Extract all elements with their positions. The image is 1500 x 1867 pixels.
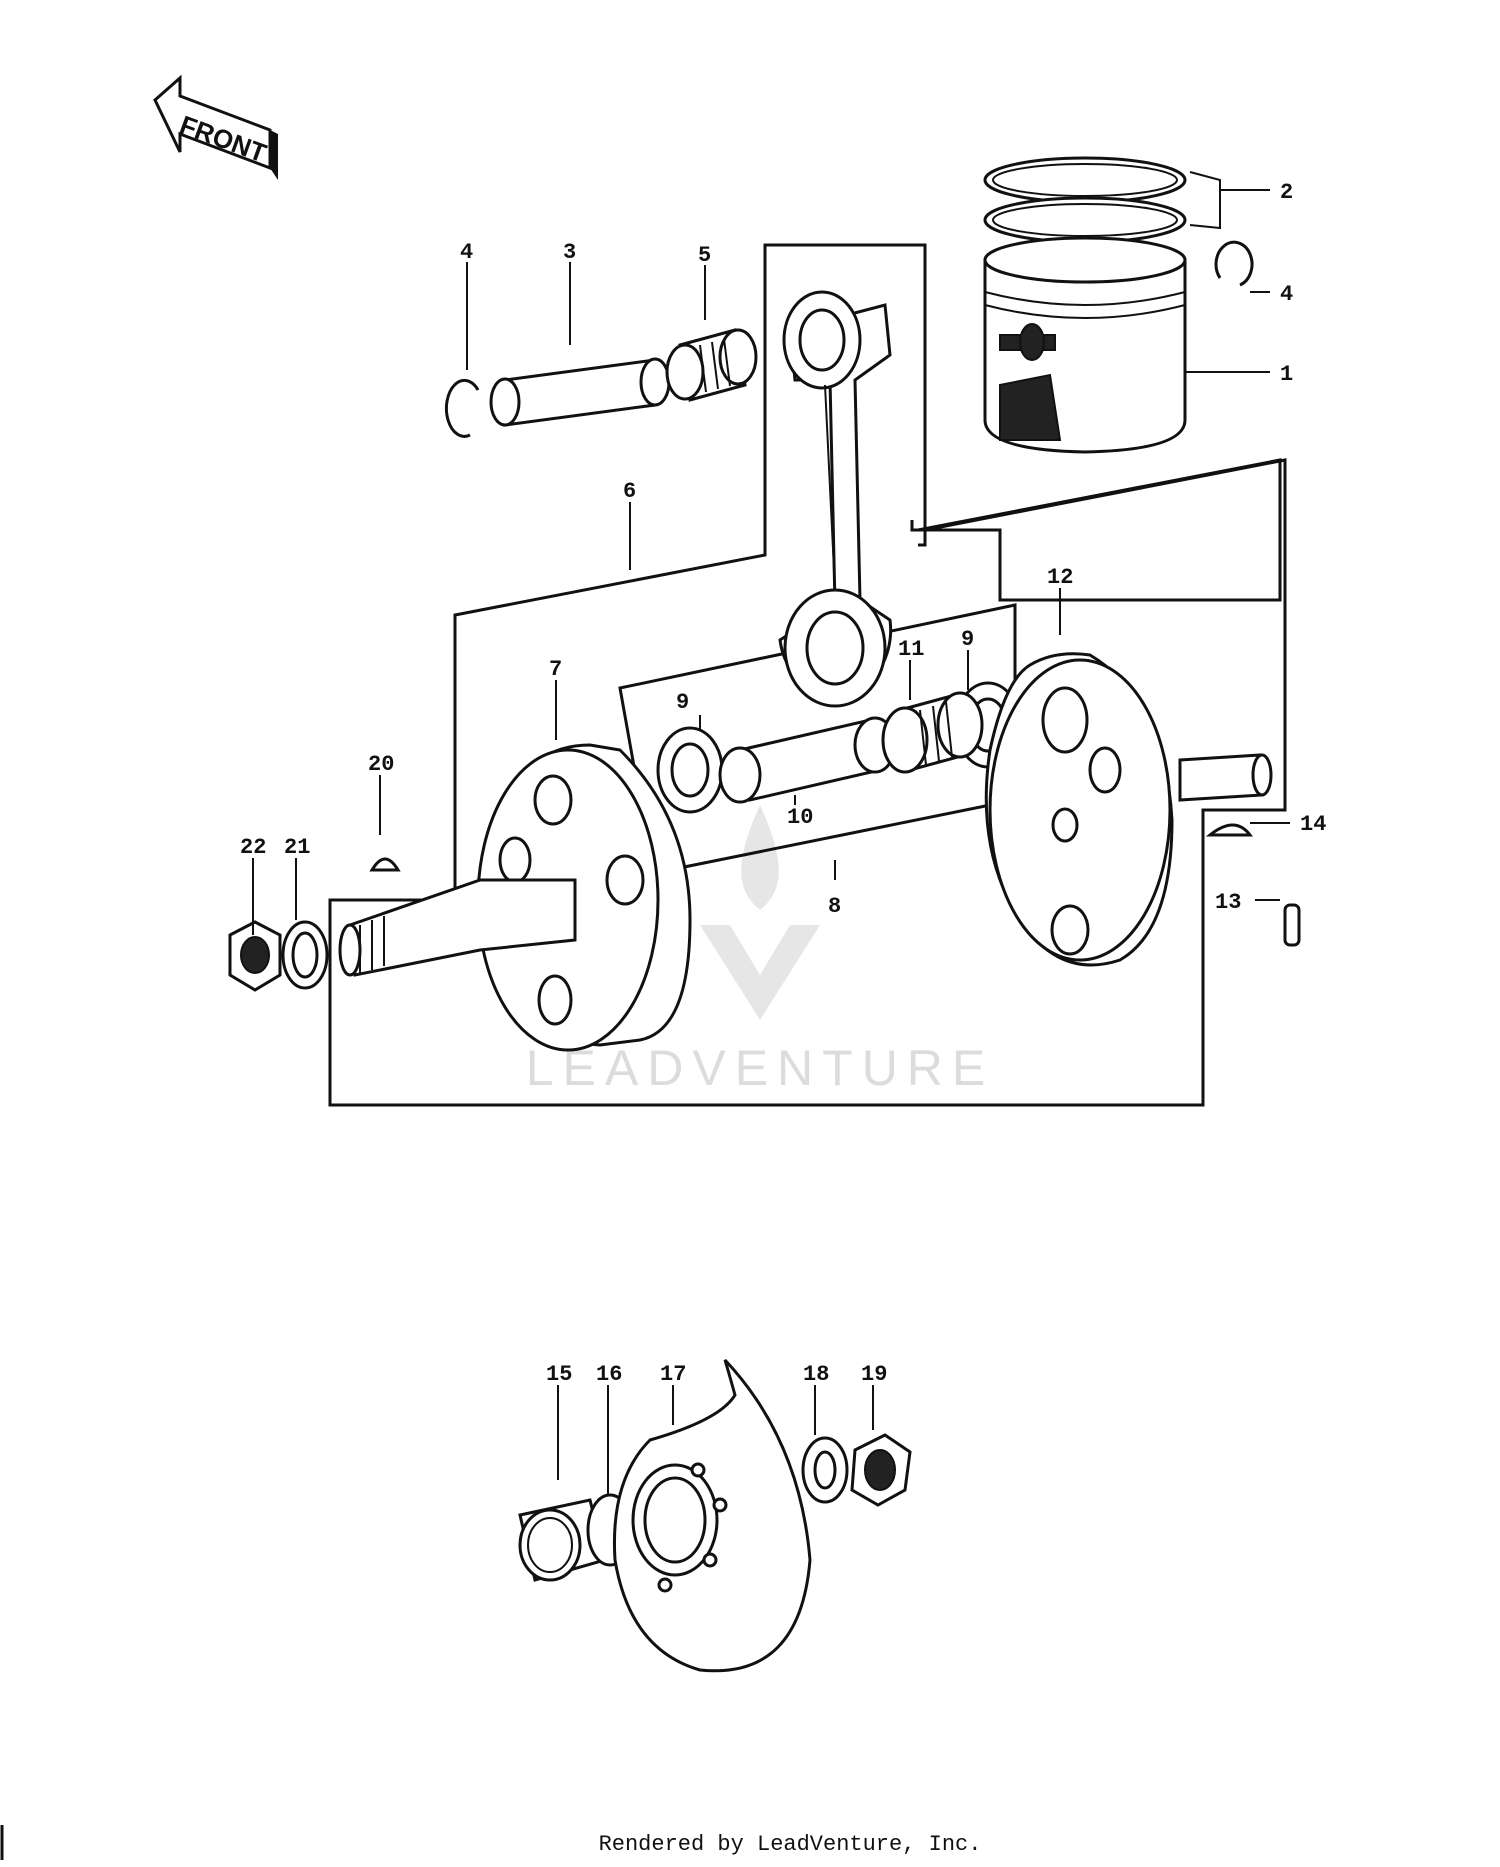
callout-17: 17 [660, 1362, 686, 1387]
spring-washer [801, 1436, 849, 1504]
footer-credit: Rendered by LeadVenture, Inc. [599, 1832, 982, 1857]
right-crank-flywheel [984, 652, 1273, 967]
dowel-pin [1283, 903, 1301, 947]
circlip-left [444, 378, 480, 438]
callout-1: 1 [1280, 362, 1293, 387]
big-end-bearing [881, 691, 984, 774]
watermark: LEADVENTURE [526, 805, 995, 1096]
callout-10: 10 [787, 805, 813, 830]
callout-3: 3 [563, 240, 576, 265]
callout-12: 12 [1047, 565, 1073, 590]
callout-13: 13 [1215, 890, 1241, 915]
callout-6: 6 [623, 479, 636, 504]
assembly-frame-outer [328, 243, 1287, 1107]
callout-8: 8 [828, 894, 841, 919]
small-end-bearing [665, 328, 758, 402]
callout-22: 22 [240, 835, 266, 860]
callout-21: 21 [284, 835, 310, 860]
woodruff-key-right [1205, 823, 1254, 837]
circlip-right [1214, 240, 1254, 287]
nut-left [228, 920, 282, 992]
callout-14: 14 [1300, 812, 1326, 837]
callout-15: 15 [546, 1362, 572, 1387]
watermark-text: LEADVENTURE [526, 1040, 995, 1096]
rotor-plate [612, 1358, 812, 1673]
callout-20: 20 [368, 752, 394, 777]
callout-7: 7 [549, 657, 562, 682]
crank-pin [718, 716, 897, 804]
piston-rings [983, 156, 1187, 244]
left-crank-flywheel [338, 743, 692, 1052]
lock-washer-left [281, 920, 329, 990]
piston-pin [489, 357, 671, 427]
watermark-flame-icon [741, 805, 779, 910]
woodruff-key-left [369, 857, 401, 872]
connecting-rod [778, 290, 893, 708]
callout-9a: 9 [676, 690, 689, 715]
callout-4b: 4 [1280, 282, 1293, 307]
leader-lines [252, 171, 1290, 1495]
callout-19: 19 [861, 1362, 887, 1387]
watermark-v-logo-icon [700, 925, 820, 1020]
piston [983, 236, 1187, 454]
callout-18: 18 [803, 1362, 829, 1387]
front-arrow-icon: FRONT [153, 74, 278, 180]
callout-11: 11 [898, 637, 924, 662]
callout-5: 5 [698, 243, 711, 268]
callout-9b: 9 [961, 627, 974, 652]
thrust-washer-left [656, 726, 724, 814]
callout-4a: 4 [460, 240, 473, 265]
callout-16: 16 [596, 1362, 622, 1387]
nut-bottom [850, 1433, 912, 1507]
callout-2: 2 [1280, 180, 1293, 205]
